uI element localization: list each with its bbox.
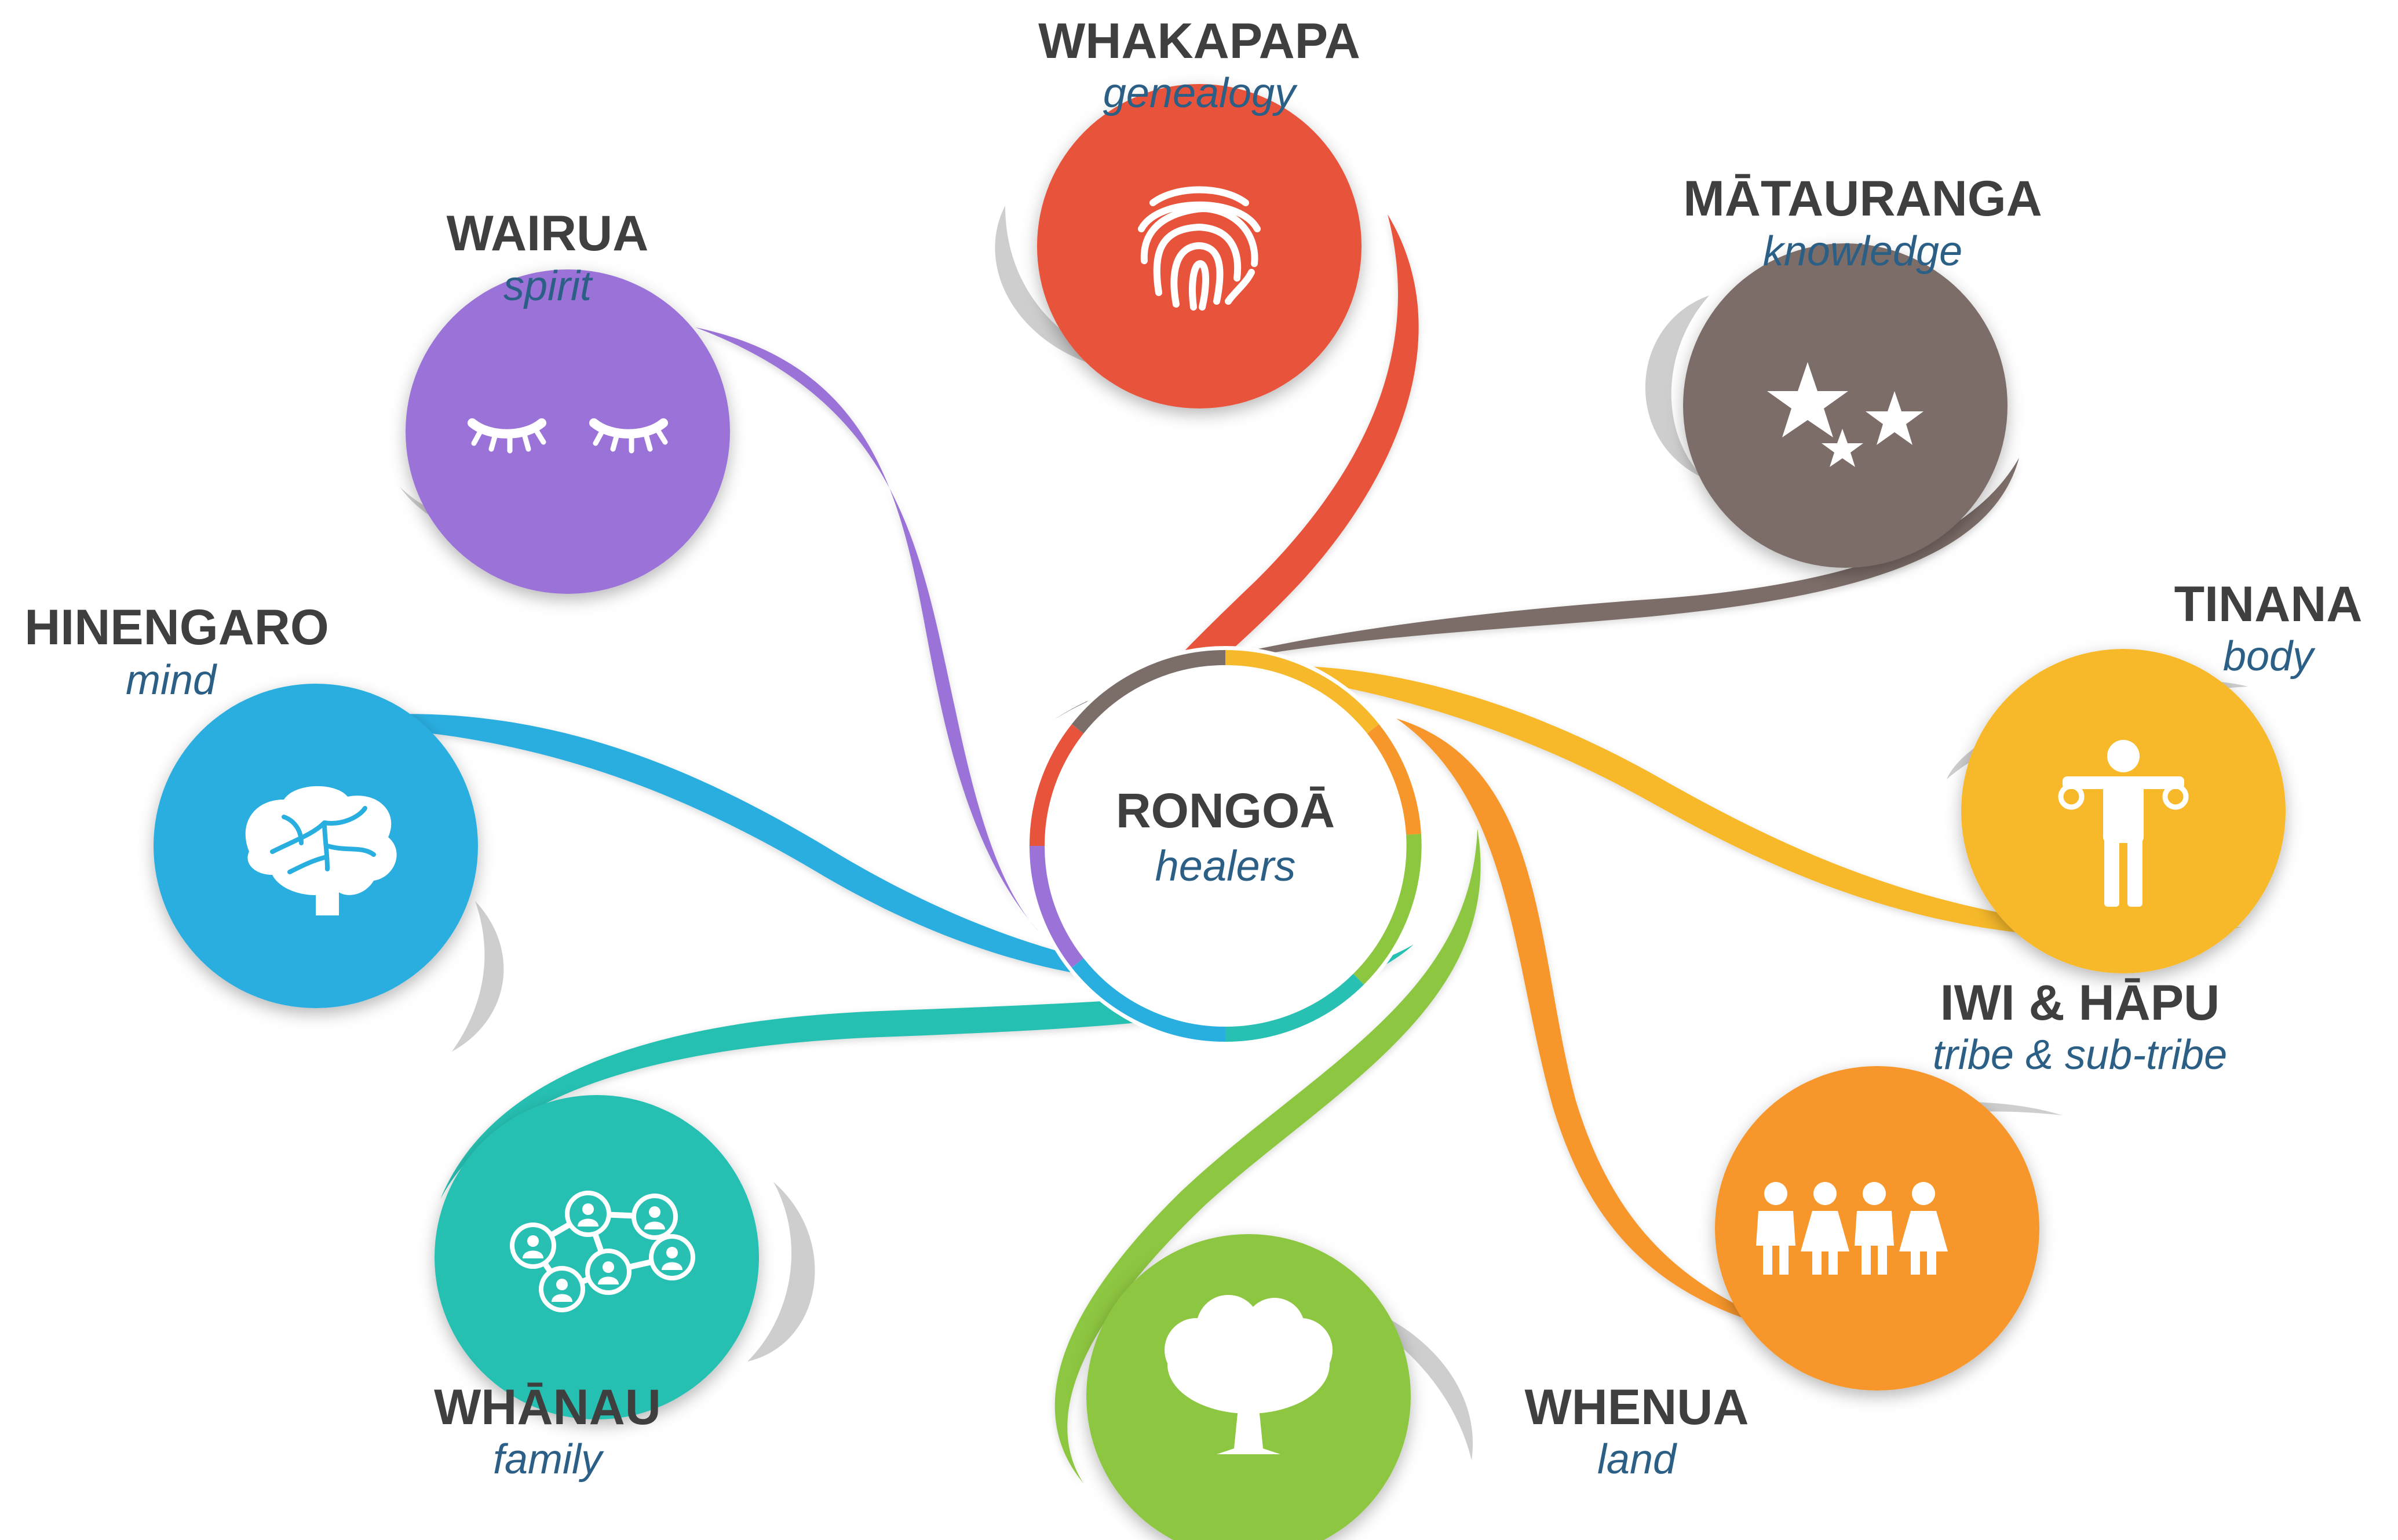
- ring-arc-wairua: [1029, 845, 1084, 968]
- center-title: RONGOĀ: [1116, 783, 1335, 838]
- swoosh-whanau: [747, 1182, 815, 1362]
- fingerprint-icon: [1138, 186, 1261, 311]
- ring-arc-matauranga: [1071, 649, 1226, 734]
- node-subtitle: family: [493, 1436, 604, 1483]
- swoosh-whenua: [1321, 1295, 1473, 1460]
- ring-arc-tinana: [1225, 649, 1379, 734]
- circle-wairua: [406, 269, 730, 594]
- network-people-icon: [510, 1191, 695, 1312]
- ring-arc-hinengaro: [1071, 958, 1226, 1042]
- node-title: TINANA: [2174, 576, 2363, 632]
- node-title: MĀTAURANGA: [1683, 171, 2042, 227]
- node-wairua: WAIRUA spirit: [400, 206, 730, 594]
- center-ring: RONGOĀ healers: [1025, 646, 1425, 1046]
- stars-icon: [1767, 362, 1923, 467]
- swoosh-matauranga: [1645, 295, 1709, 478]
- circle-matauranga: [1683, 243, 2008, 568]
- node-title: WHENUA: [1525, 1380, 1749, 1435]
- ribbon-matauranga: [1052, 458, 2019, 721]
- node-title: WHĀNAU: [434, 1380, 661, 1435]
- swoosh-hinengaro: [452, 901, 504, 1052]
- node-subtitle: body: [2223, 633, 2316, 680]
- node-whanau: WHĀNAU family: [434, 1095, 815, 1483]
- ring-arc-whakapapa: [1029, 724, 1084, 846]
- ribbon-iwi: [1396, 718, 1819, 1338]
- node-title: WAIRUA: [447, 206, 649, 261]
- ring-arc-whenua: [1353, 834, 1422, 985]
- group-people-icon: [1756, 1182, 1948, 1275]
- node-matauranga: MĀTAURANGA knowledge: [1645, 171, 2042, 568]
- node-whenua: WHENUA land: [1086, 1234, 1749, 1540]
- ring-arc-iwi: [1367, 724, 1421, 835]
- node-subtitle: tribe & sub-tribe: [1933, 1032, 2227, 1078]
- node-subtitle: genealogy: [1103, 70, 1298, 116]
- tree-icon: [1165, 1295, 1333, 1454]
- center-subtitle: healers: [1155, 842, 1296, 890]
- brain-icon: [245, 786, 397, 915]
- node-title: IWI & HĀPU: [1940, 975, 2220, 1031]
- node-iwi: IWI & HĀPU tribe & sub-tribe: [1715, 975, 2227, 1391]
- node-subtitle: land: [1597, 1436, 1677, 1483]
- person-exercise-icon: [2058, 740, 2189, 907]
- ring-arc-whanau: [1225, 973, 1364, 1042]
- node-title: WHAKAPAPA: [1038, 13, 1360, 69]
- ribbon-wairua: [695, 327, 1040, 933]
- node-tinana: TINANA body: [1947, 576, 2362, 973]
- node-whakapapa: WHAKAPAPA genealogy: [995, 13, 1362, 408]
- closed-eyes-icon: [468, 418, 668, 454]
- node-hinengaro: HINENGARO mind: [24, 600, 504, 1052]
- node-subtitle: mind: [126, 657, 217, 703]
- node-subtitle: spirit: [503, 263, 593, 309]
- node-subtitle: knowledge: [1763, 228, 1962, 275]
- node-title: HINENGARO: [24, 600, 329, 655]
